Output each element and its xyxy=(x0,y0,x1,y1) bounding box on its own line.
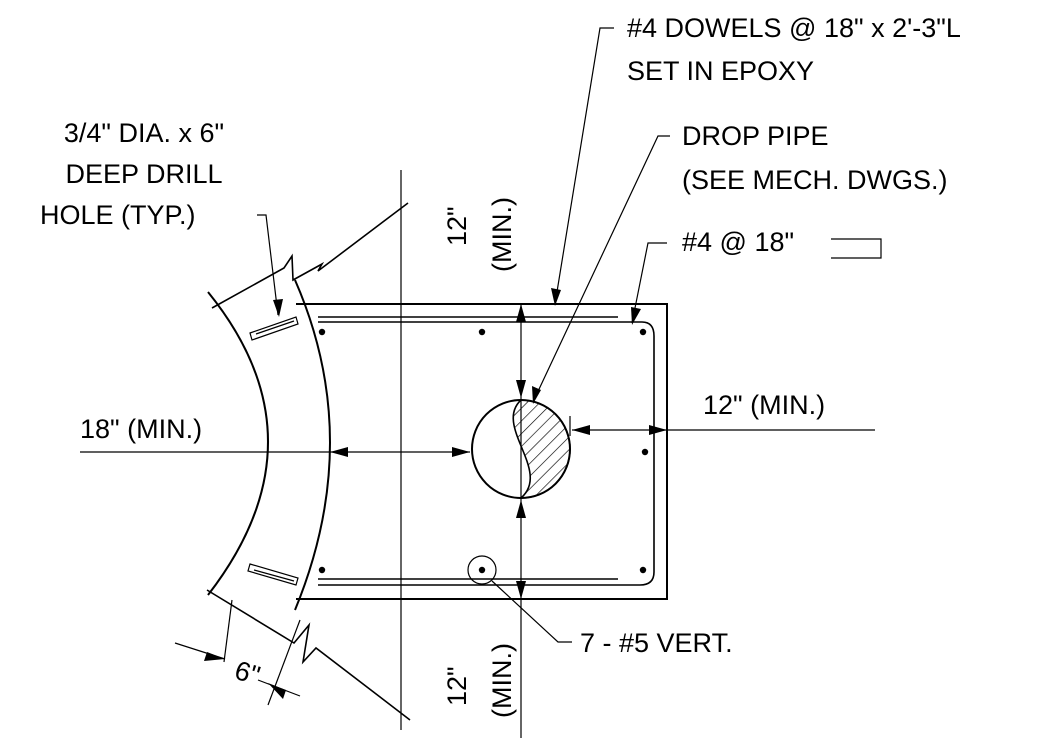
left-dimension-label: 18" (MIN.) xyxy=(80,414,202,444)
dowels-label-line1: #4 DOWELS @ 18" x 2'-3"L xyxy=(627,13,961,43)
hook-bar-symbol xyxy=(831,238,882,259)
drop-pipe-leader xyxy=(532,135,670,403)
drill-hole-leader xyxy=(257,214,279,316)
tie-bars-label: #4 @ 18" xyxy=(682,227,794,257)
top-break-line xyxy=(211,202,409,309)
dowels-label-line2: SET IN EPOXY xyxy=(627,56,814,86)
drill-hole-label-line3: HOLE (TYP.) xyxy=(40,200,196,230)
vert-bar-6 xyxy=(478,566,486,574)
bottom-dimension-value: 12" xyxy=(442,666,472,706)
existing-curved-wall xyxy=(206,202,411,721)
vert-bar-callout-circle xyxy=(467,555,497,585)
wall-inner-face xyxy=(294,279,331,611)
vert-bar-7 xyxy=(639,566,647,574)
dimension-lines xyxy=(80,170,875,738)
drop-pipe-hatched-half xyxy=(512,399,571,499)
drill-hole-top xyxy=(249,316,299,341)
drill-hole-label-line2: DEEP DRILL xyxy=(65,159,222,189)
bottom-dimension-min: (MIN.) xyxy=(487,643,517,718)
drill-hole-label-line1: 3/4" DIA. x 6" xyxy=(64,118,224,148)
top-dimension-value: 12" xyxy=(442,206,472,246)
bottom-break-line xyxy=(206,589,411,721)
encasement-box xyxy=(296,303,668,600)
wall-outer-face xyxy=(207,291,269,596)
drop-pipe-label-line2: (SEE MECH. DWGS.) xyxy=(682,165,948,195)
vert-bar-5 xyxy=(318,566,326,574)
top-dimension-min: (MIN.) xyxy=(487,197,517,272)
drill-holes xyxy=(247,316,299,586)
encasement-outline xyxy=(296,303,668,600)
dowels-leader xyxy=(554,27,614,305)
leader-lines xyxy=(257,27,882,643)
vert-bar-4 xyxy=(641,448,649,456)
annotation-text: #4 DOWELS @ 18" x 2'-3"L SET IN EPOXY 3/… xyxy=(40,13,961,718)
drop-pipe-label-line1: DROP PIPE xyxy=(682,121,829,151)
vert-bar-2 xyxy=(478,328,486,336)
vert-bars-label: 7 - #5 VERT. xyxy=(580,628,733,658)
drill-hole-bottom xyxy=(247,563,299,586)
tie-bars-leader xyxy=(631,242,667,324)
vert-bars-leader xyxy=(491,580,572,643)
vert-bar-3 xyxy=(639,328,647,336)
right-dimension-label: 12" (MIN.) xyxy=(703,390,825,420)
vert-bar-1 xyxy=(318,328,326,336)
wall-thickness-label: 6" xyxy=(231,655,263,691)
tie-bar-outline xyxy=(318,321,655,586)
